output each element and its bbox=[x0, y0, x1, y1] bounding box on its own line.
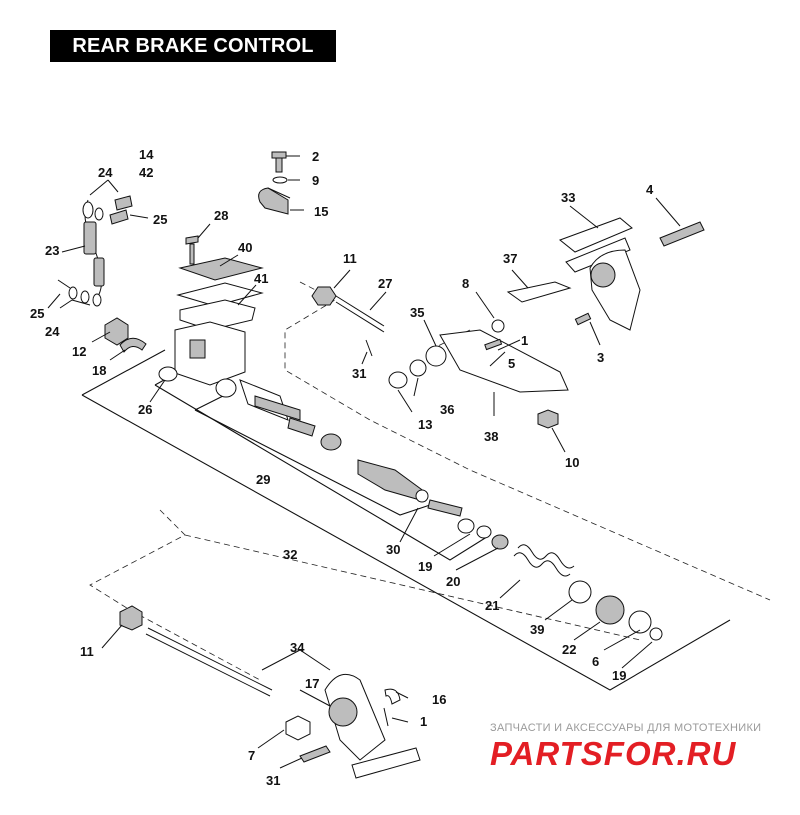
callout-19-low: 19 bbox=[612, 668, 626, 683]
callout-32: 32 bbox=[283, 547, 297, 562]
callout-38: 38 bbox=[484, 429, 498, 444]
watermark-logo: PARTSFOR.RU bbox=[490, 735, 736, 772]
callout-34: 34 bbox=[290, 640, 305, 655]
callout-2: 2 bbox=[312, 149, 319, 164]
callout-41: 41 bbox=[254, 271, 268, 286]
hose-clip-parts bbox=[258, 151, 291, 215]
callout-24-left: 24 bbox=[45, 324, 60, 339]
callout-17: 17 bbox=[305, 676, 319, 691]
callout-1-low: 1 bbox=[420, 714, 427, 729]
callout-25-top: 25 bbox=[153, 212, 167, 227]
watermark-caption: ЗАПЧАСТИ И АКСЕССУАРЫ ДЛЯ МОТОТЕХНИКИ bbox=[490, 722, 762, 734]
spring-assembly bbox=[513, 544, 663, 641]
callout-25-left: 25 bbox=[30, 306, 44, 321]
callout-26: 26 bbox=[138, 402, 152, 417]
callout-leaders bbox=[47, 155, 681, 769]
callout-10: 10 bbox=[565, 455, 579, 470]
callout-22: 22 bbox=[562, 642, 576, 657]
piston-assembly bbox=[239, 379, 342, 451]
callout-7: 7 bbox=[248, 748, 255, 763]
callout-37: 37 bbox=[503, 251, 517, 266]
callout-8: 8 bbox=[462, 276, 469, 291]
callout-labels: 2 9 15 14 42 24 25 23 28 40 41 25 24 12 … bbox=[30, 147, 654, 788]
brake-hose-assembly bbox=[57, 195, 147, 353]
callout-19-mid: 19 bbox=[418, 559, 432, 574]
callout-1-top: 1 bbox=[521, 333, 528, 348]
svg-text:PARTSFOR.RU: PARTSFOR.RU bbox=[490, 735, 736, 772]
callout-6: 6 bbox=[592, 654, 599, 669]
callout-9: 9 bbox=[312, 173, 319, 188]
callout-21: 21 bbox=[485, 598, 499, 613]
callout-31-low: 31 bbox=[266, 773, 280, 788]
callout-16: 16 bbox=[432, 692, 446, 707]
callout-20: 20 bbox=[446, 574, 460, 589]
brake-pedal-assembly bbox=[119, 605, 421, 779]
master-cylinder bbox=[158, 235, 264, 398]
callout-39: 39 bbox=[530, 622, 544, 637]
callout-13: 13 bbox=[418, 417, 432, 432]
callout-36: 36 bbox=[440, 402, 454, 417]
callout-40: 40 bbox=[238, 240, 252, 255]
diagram-title: REAR BRAKE CONTROL bbox=[50, 30, 336, 62]
callout-15: 15 bbox=[314, 204, 328, 219]
callout-33: 33 bbox=[561, 190, 575, 205]
callout-35: 35 bbox=[410, 305, 424, 320]
callout-5: 5 bbox=[508, 356, 515, 371]
callout-42: 42 bbox=[139, 165, 153, 180]
callout-31-top: 31 bbox=[352, 366, 366, 381]
callout-18: 18 bbox=[92, 363, 106, 378]
footpeg-mount bbox=[558, 217, 705, 331]
callout-30: 30 bbox=[386, 542, 400, 557]
callout-28: 28 bbox=[214, 208, 228, 223]
callout-14: 14 bbox=[139, 147, 154, 162]
callout-3: 3 bbox=[597, 350, 604, 365]
callout-29: 29 bbox=[256, 472, 270, 487]
callout-11-top: 11 bbox=[343, 251, 357, 266]
callout-23: 23 bbox=[45, 243, 59, 258]
brake-lever bbox=[311, 281, 572, 429]
callout-11-low: 11 bbox=[80, 644, 94, 659]
assembly-guide-lines bbox=[81, 281, 771, 691]
callout-24-top: 24 bbox=[98, 165, 113, 180]
pushrod-assembly bbox=[357, 459, 509, 550]
callout-27: 27 bbox=[378, 276, 392, 291]
callout-12: 12 bbox=[72, 344, 86, 359]
callout-4: 4 bbox=[646, 182, 654, 197]
